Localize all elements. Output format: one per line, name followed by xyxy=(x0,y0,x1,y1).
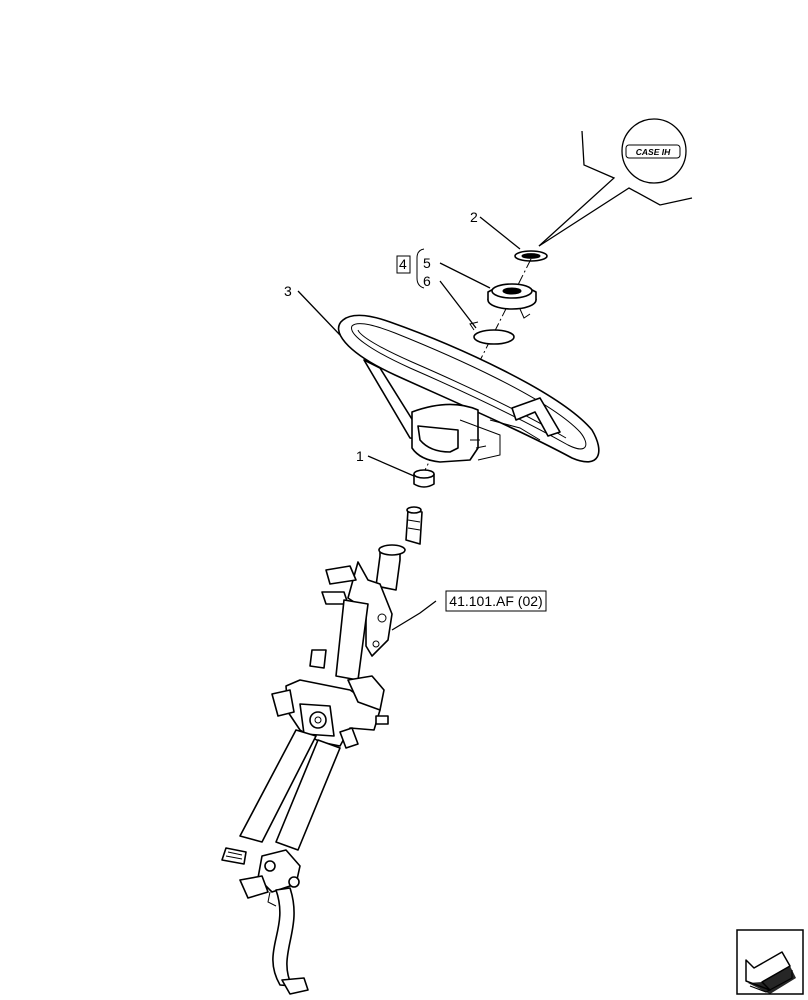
part-5-hub-cap xyxy=(487,283,537,319)
callout-2: 2 xyxy=(470,209,478,225)
callout-5: 5 xyxy=(423,255,431,271)
callout-3: 3 xyxy=(284,283,292,299)
callout-4-box xyxy=(396,255,411,274)
callout-labels: 2 4 5 6 3 1 xyxy=(284,209,478,464)
part-1-nut xyxy=(413,469,435,488)
case-ih-logo: CASE IH xyxy=(625,144,681,159)
reference-label[interactable]: 41.101.AF (02) xyxy=(449,593,542,609)
callout-4-bracket xyxy=(416,248,425,289)
logo-text: CASE IH xyxy=(636,147,671,157)
reference-box[interactable] xyxy=(445,590,547,612)
callout-1: 1 xyxy=(356,448,364,464)
callout-6: 6 xyxy=(423,273,431,289)
leader-5 xyxy=(439,262,491,289)
leader-6 xyxy=(439,280,477,329)
leader-3 xyxy=(297,290,341,336)
part-6-retaining-ring xyxy=(469,321,515,345)
reference-link[interactable]: 41.101.AF (02) xyxy=(445,590,547,612)
next-page-arrow-icon[interactable] xyxy=(736,929,804,995)
leader-2 xyxy=(479,216,521,250)
leader-ref xyxy=(391,600,437,631)
part-3-steering-wheel xyxy=(337,314,600,463)
logo-decal-detail: CASE IH xyxy=(538,118,693,247)
leader-1 xyxy=(367,455,415,477)
steering-column-assembly xyxy=(221,506,423,995)
callout-leaders xyxy=(297,216,521,631)
part-2-emblem xyxy=(514,250,548,262)
callout-4: 4 xyxy=(399,256,407,272)
